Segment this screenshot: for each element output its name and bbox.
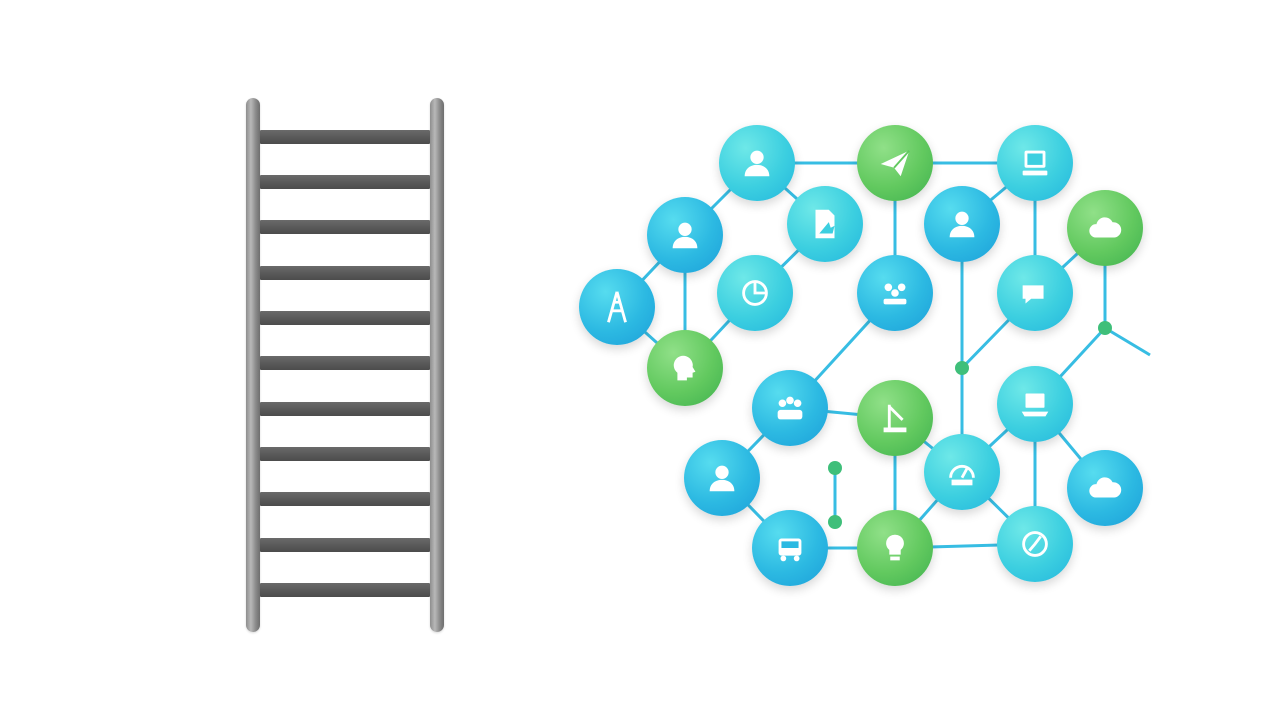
chat-node	[997, 255, 1073, 331]
network-graph	[560, 110, 1180, 610]
ladder	[244, 96, 446, 636]
user-node	[684, 440, 760, 516]
document-node	[787, 186, 863, 262]
user-icon	[744, 150, 770, 177]
ladder-rung	[260, 266, 430, 280]
ladder-rung	[260, 583, 430, 597]
crane-icon	[883, 404, 907, 433]
paper-plane-icon	[880, 150, 910, 177]
bus-node	[752, 510, 828, 586]
ladder-rung	[260, 492, 430, 506]
cloud-icon	[1089, 477, 1122, 498]
crane-node	[857, 380, 933, 456]
ladder-right-rail	[430, 98, 444, 632]
cloud-node	[1067, 190, 1143, 266]
compass-node	[997, 506, 1073, 582]
junction-dot	[828, 461, 842, 475]
laptop-icon	[1021, 393, 1049, 417]
user-node	[719, 125, 795, 201]
group-icon	[777, 396, 803, 420]
ladder-rung	[260, 447, 430, 461]
tower-node	[579, 269, 655, 345]
junction-dot	[955, 361, 969, 375]
lightbulb-node	[857, 510, 933, 586]
lightbulb-icon	[886, 534, 904, 561]
junction-dot	[1098, 321, 1112, 335]
dashboard-node	[924, 434, 1000, 510]
cloud-icon	[1089, 217, 1122, 238]
junction-dot	[828, 515, 842, 529]
user-icon	[949, 211, 975, 238]
ladder-rung	[260, 311, 430, 325]
tower-icon	[607, 291, 627, 323]
cloud-node	[1067, 450, 1143, 526]
ladder-rung	[260, 356, 430, 370]
ladder-rung	[260, 220, 430, 234]
head-node	[647, 330, 723, 406]
bus-icon	[778, 538, 802, 562]
ladder-rung	[260, 175, 430, 189]
user-icon	[709, 465, 735, 492]
compass-icon	[1022, 531, 1048, 557]
head-icon	[673, 355, 696, 381]
dashboard-icon	[949, 464, 975, 486]
user-node	[924, 186, 1000, 262]
group-node	[752, 370, 828, 446]
laptop-node	[997, 366, 1073, 442]
document-icon	[815, 209, 835, 239]
pie-chart-node	[717, 255, 793, 331]
user-node	[647, 197, 723, 273]
pie-chart-icon	[742, 280, 768, 306]
ladder-rung	[260, 130, 430, 144]
ladder-rung	[260, 402, 430, 416]
team-icon	[883, 283, 907, 305]
paper-plane-node	[857, 125, 933, 201]
computer-icon	[1022, 150, 1048, 176]
ladder-rung	[260, 538, 430, 552]
team-node	[857, 255, 933, 331]
ladder-left-rail	[246, 98, 260, 632]
chat-icon	[1022, 285, 1044, 304]
computer-node	[997, 125, 1073, 201]
user-icon	[672, 222, 698, 249]
